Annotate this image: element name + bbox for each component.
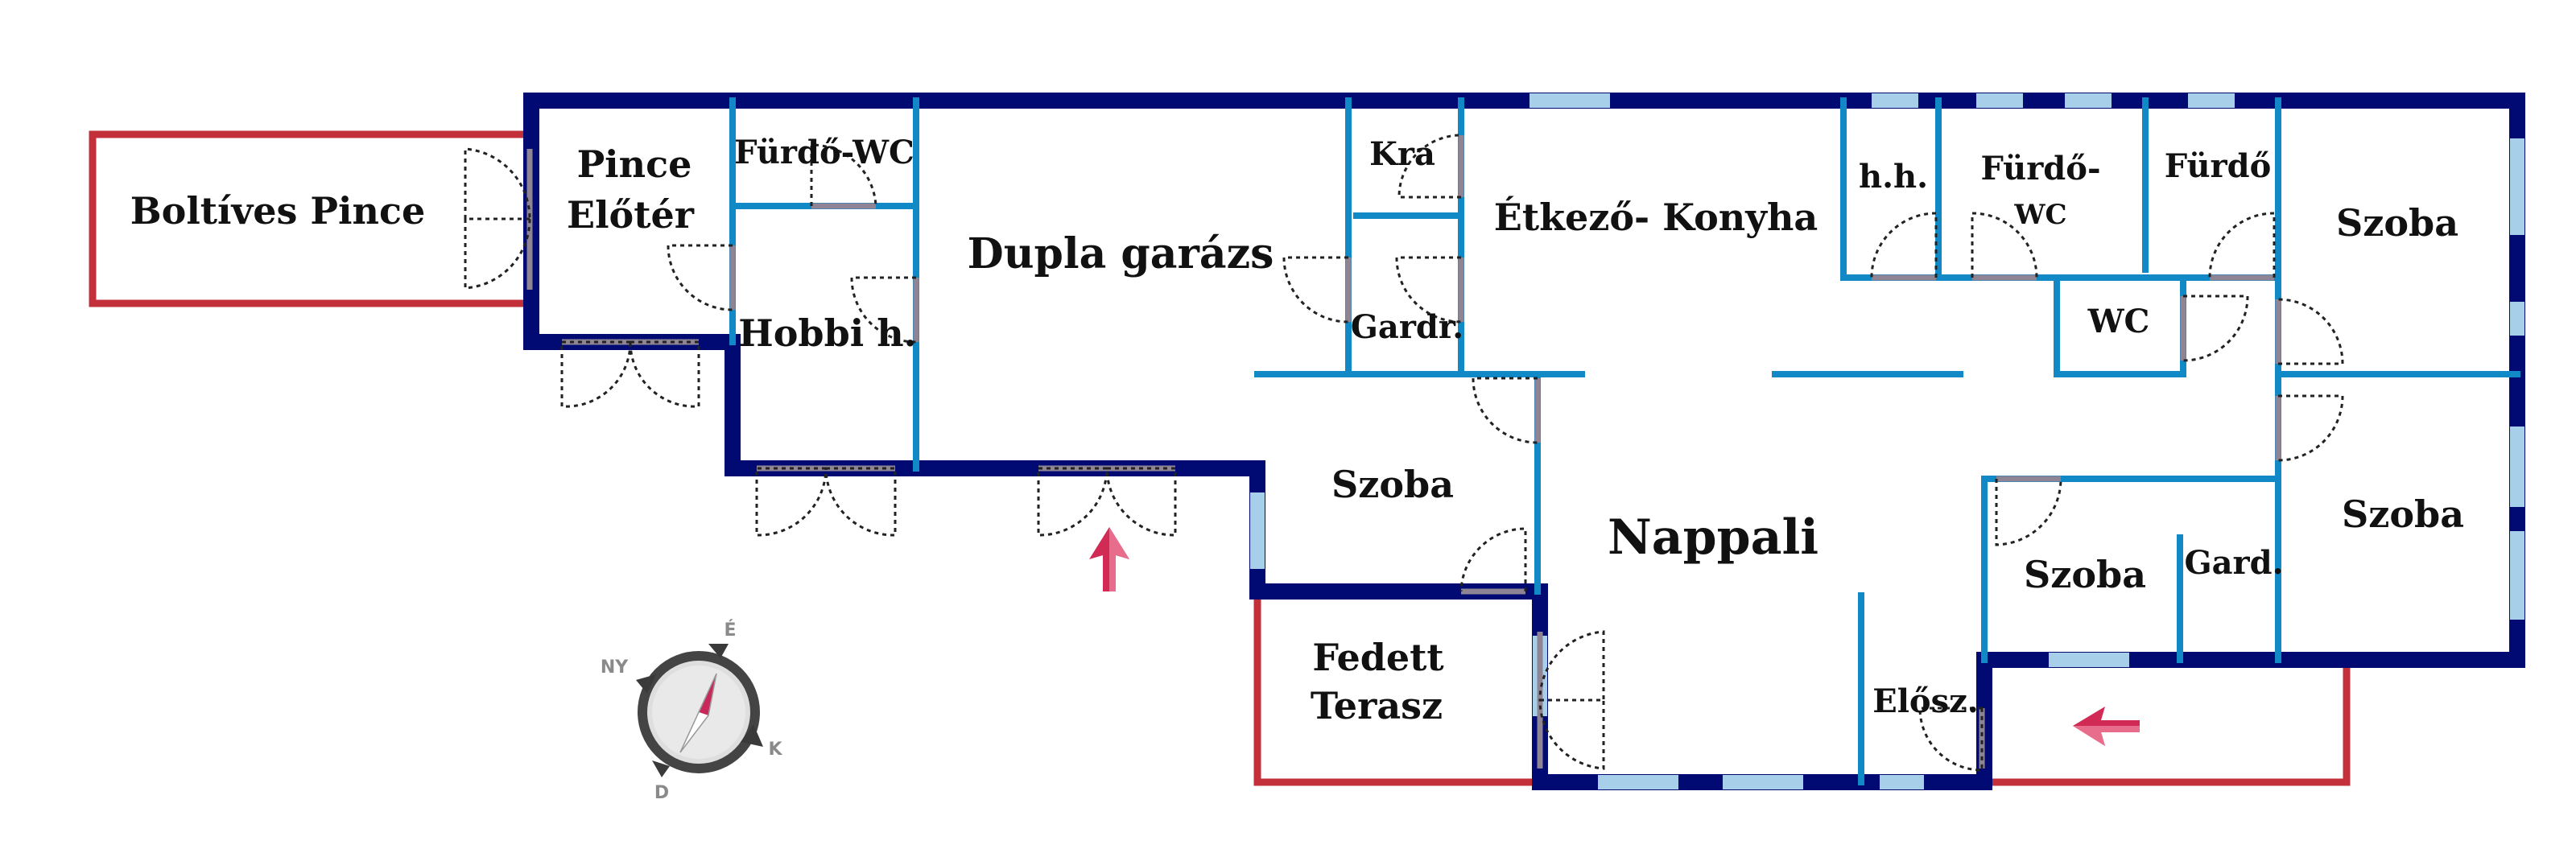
room-label-etkezo-konyha: Étkező- Konyha bbox=[1494, 195, 1818, 239]
arrow-up-icon bbox=[1089, 527, 1129, 591]
room-label-furdo-wc-2: WC bbox=[2013, 199, 2066, 231]
room-label-wc: WC bbox=[2087, 303, 2150, 340]
window bbox=[1723, 775, 1803, 789]
window bbox=[2510, 138, 2524, 235]
window bbox=[1872, 93, 1918, 108]
room-label-szoba-e: Szoba bbox=[2342, 492, 2464, 536]
room-label-hh: h.h. bbox=[1859, 158, 1928, 196]
room-label-eloszoba: Elősz. bbox=[1872, 682, 1979, 720]
room-label-gard: Gard. bbox=[2184, 544, 2283, 582]
room-label-gardrob: Gardr. bbox=[1351, 308, 1463, 346]
doors bbox=[464, 134, 2344, 772]
door-swing bbox=[560, 340, 632, 408]
room-label-fedett: Fedett bbox=[1312, 636, 1444, 679]
room-label-terasz: Terasz bbox=[1311, 684, 1443, 727]
room-label-nappali: Nappali bbox=[1608, 509, 1818, 566]
room-label-furdo-wc-basement: Fürdő-WC bbox=[734, 134, 914, 171]
compass-west: NY bbox=[601, 657, 629, 678]
room-label-szoba-mid: Szoba bbox=[1331, 463, 1454, 506]
compass-east: K bbox=[768, 740, 782, 760]
covered-terrace-outline bbox=[1253, 591, 1538, 786]
room-label-szoba-se: Szoba bbox=[2024, 553, 2146, 596]
compass-icon: É K D NY bbox=[601, 620, 783, 803]
door-swing bbox=[629, 340, 700, 408]
window bbox=[1530, 93, 1610, 108]
compass-south: D bbox=[654, 783, 669, 803]
window bbox=[2510, 426, 2524, 507]
room-label-eloter: Előtér bbox=[567, 193, 695, 237]
room-labels: Boltíves Pince Pince Előtér Fürdő-WC Hob… bbox=[130, 134, 2464, 727]
room-label-furdo-wc-1: Fürdő- bbox=[1980, 150, 2100, 187]
window bbox=[1976, 93, 2023, 108]
room-label-boltives-pince: Boltíves Pince bbox=[130, 189, 425, 233]
room-label-hobbi: Hobbi h. bbox=[738, 311, 916, 355]
arrow-left-icon bbox=[2073, 707, 2140, 746]
window bbox=[2188, 93, 2235, 108]
compass-north: É bbox=[724, 620, 736, 641]
window bbox=[2065, 93, 2112, 108]
room-label-pince: Pince bbox=[577, 142, 692, 186]
room-label-szoba-ne: Szoba bbox=[2336, 201, 2458, 245]
window bbox=[1250, 492, 1265, 569]
window bbox=[1598, 775, 1678, 789]
windows bbox=[1250, 93, 2524, 789]
room-label-furdo: Fürdő bbox=[2165, 147, 2272, 185]
room-label-kamra: Kra bbox=[1369, 135, 1435, 173]
door-swing bbox=[464, 147, 531, 220]
window bbox=[2049, 653, 2129, 667]
window bbox=[2510, 302, 2524, 336]
room-label-dupla-garazs: Dupla garázs bbox=[968, 229, 1274, 278]
east-terrace-outline bbox=[1984, 656, 2351, 786]
window bbox=[2510, 531, 2524, 620]
window bbox=[1880, 775, 1924, 789]
door-swing bbox=[464, 217, 531, 290]
